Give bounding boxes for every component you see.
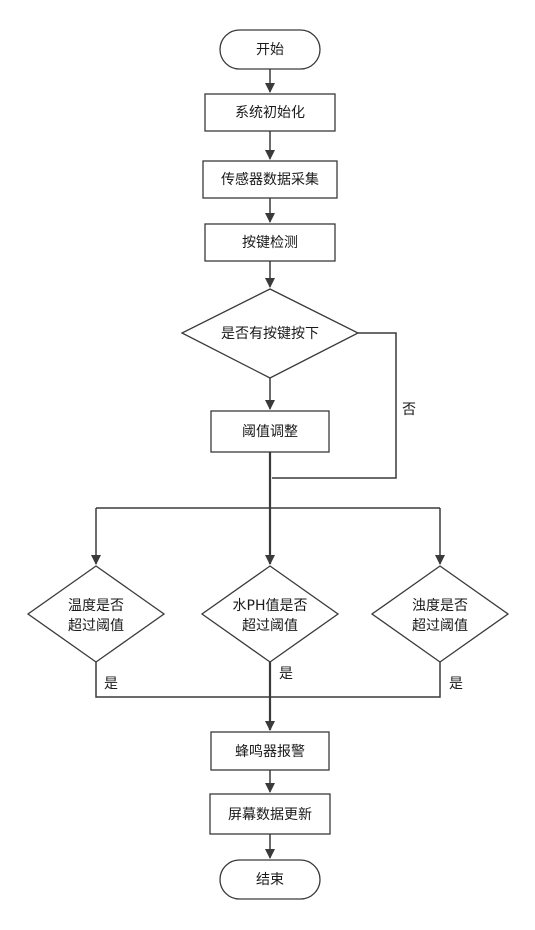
node-threshold: 阈值调整 [210, 410, 330, 453]
label-yes-temp: 是 [104, 676, 118, 692]
node-sensor: 传感器数据采集 [202, 160, 338, 199]
node-turb: 浊度是否 超过阈值 [370, 565, 510, 663]
node-start-label: 开始 [256, 42, 284, 58]
node-keyscan-label: 按键检测 [242, 235, 298, 251]
node-temp: 温度是否 超过阈值 [26, 565, 166, 663]
node-temp-label-1: 温度是否 [68, 598, 124, 614]
node-update-label: 屏幕数据更新 [228, 807, 312, 823]
node-temp-label-2: 超过阈值 [68, 618, 124, 634]
node-sensor-label: 传感器数据采集 [221, 171, 319, 188]
node-init-label: 系统初始化 [235, 104, 305, 121]
node-init: 系统初始化 [204, 93, 336, 132]
edge-keycheck-no [272, 332, 397, 479]
node-threshold-label: 阈值调整 [242, 424, 298, 440]
label-yes-turb: 是 [449, 676, 463, 692]
node-alarm-label: 蜂鸣器报警 [235, 743, 305, 760]
edge-temp-yes [95, 662, 272, 698]
node-end-label: 结束 [256, 872, 284, 888]
node-keyscan: 按键检测 [204, 223, 336, 262]
node-start: 开始 [219, 29, 321, 70]
node-end: 结束 [219, 859, 321, 900]
edges [91, 69, 445, 859]
node-alarm: 蜂鸣器报警 [210, 731, 330, 771]
node-keycheck: 是否有按键按下 [180, 288, 360, 379]
node-update: 屏幕数据更新 [209, 793, 331, 835]
label-yes-ph: 是 [279, 666, 293, 682]
node-turb-label-1: 浊度是否 [412, 598, 468, 614]
node-keycheck-label: 是否有按键按下 [221, 326, 319, 342]
node-turb-label-2: 超过阈值 [412, 618, 468, 634]
node-ph-label-2: 超过阈值 [242, 618, 298, 634]
node-ph-label-1: 水PH值是否 [233, 598, 308, 614]
node-ph: 水PH值是否 超过阈值 [200, 565, 340, 663]
edge-turb-yes [272, 662, 441, 698]
label-no: 否 [402, 402, 416, 418]
